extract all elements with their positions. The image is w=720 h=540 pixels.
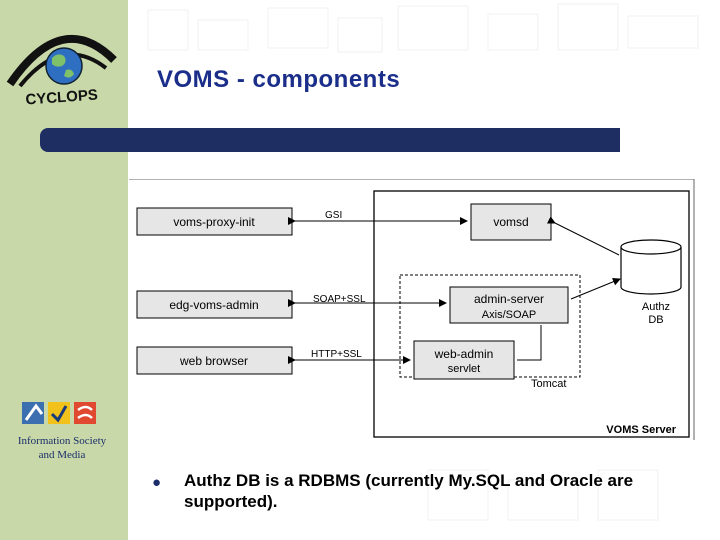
web-admin-sublabel: servlet — [448, 363, 480, 375]
sidebar — [0, 0, 128, 540]
authz-db-sublabel: DB — [648, 314, 663, 326]
title-underline-bar — [40, 128, 620, 152]
admin-server-box — [449, 286, 569, 324]
tomcat-label: Tomcat — [531, 378, 566, 390]
svg-text:CYCLOPS: CYCLOPS — [25, 87, 99, 106]
admin-db-connection — [570, 277, 621, 300]
bullet-text: Authz DB is a RDBMS (currently My.SQL an… — [184, 471, 634, 511]
admin-server-label: admin-server — [474, 292, 544, 306]
voms-components-diagram: VOMS Server Tomcat voms-proxy-init edg-v… — [129, 179, 695, 440]
background-watermark — [147, 3, 699, 521]
edg-voms-admin-label: edg-voms-admin — [169, 298, 258, 312]
web-browser-box — [136, 346, 293, 375]
web-admin-label: web-admin — [434, 347, 494, 361]
voms-server-label: VOMS Server — [606, 424, 676, 436]
protocol-http-ssl: HTTP+SSL — [311, 349, 362, 360]
web-admin-box — [413, 340, 515, 380]
voms-proxy-init-label: voms-proxy-init — [173, 215, 255, 229]
information-society-logo: Information Society and Media — [18, 402, 107, 461]
authz-db-cylinder — [620, 239, 682, 295]
cyclops-logo: CYCLOPS — [6, 34, 117, 106]
bullet-marker: ● — [152, 474, 162, 491]
slide-title: VOMS - components — [157, 66, 401, 93]
svg-text:and Media: and Media — [39, 449, 86, 461]
authz-db-label: Authz — [642, 301, 670, 313]
web-browser-label: web browser — [179, 354, 248, 368]
protocol-gsi: GSI — [325, 210, 342, 221]
svg-text:Information Society: Information Society — [18, 435, 107, 447]
vomsd-label: vomsd — [493, 215, 528, 229]
vomsd-db-connection — [546, 216, 620, 256]
admin-server-sublabel: Axis/SOAP — [482, 309, 536, 321]
vomsd-box — [470, 203, 552, 241]
webadmin-admin-connection — [517, 325, 542, 361]
edg-voms-admin-box — [136, 290, 293, 319]
voms-proxy-init-box — [136, 207, 293, 236]
